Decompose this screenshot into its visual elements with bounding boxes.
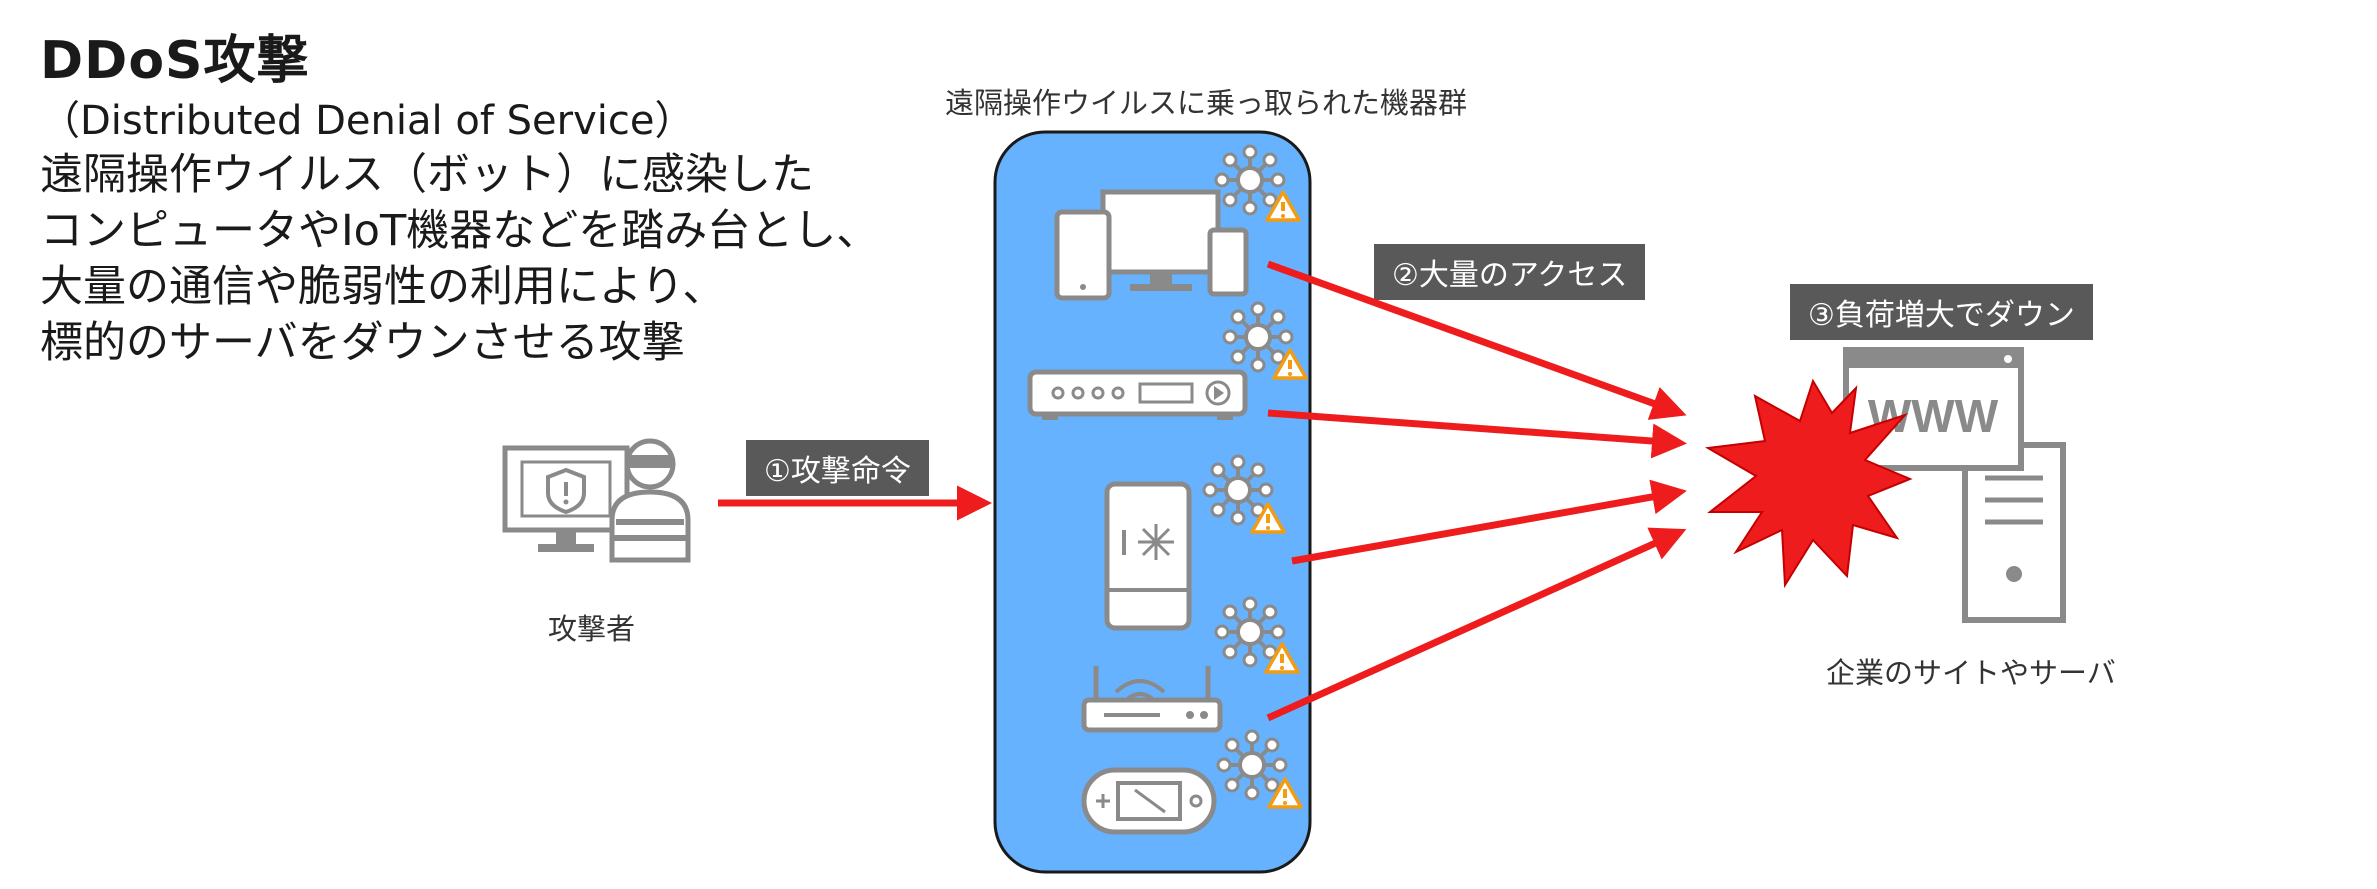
description-line: コンピュータやIoT機器などを踏み台とし、 xyxy=(40,206,880,256)
virus-icon xyxy=(1216,729,1288,801)
warning-icon xyxy=(1264,642,1300,674)
warning-icon xyxy=(1265,190,1301,222)
www-sign: WWW xyxy=(1868,390,1999,442)
step-mass-access: ②大量のアクセス xyxy=(1374,244,1646,300)
virus-icon xyxy=(1214,596,1286,668)
virus-icon xyxy=(1202,454,1274,526)
hacker-icon xyxy=(609,438,691,563)
refrigerator-icon xyxy=(1104,481,1192,631)
virus-icon xyxy=(1214,144,1286,216)
web-server-icon: WWW xyxy=(1843,347,2066,623)
attacker-label: 攻撃者 xyxy=(548,612,636,646)
infected-group-label: 遠隔操作ウイルスに乗っ取られた機器群 xyxy=(945,86,1468,120)
explosion-icon xyxy=(1704,378,1913,589)
media-player-icon xyxy=(1027,369,1248,420)
attacker-pc-icon xyxy=(502,445,630,552)
access-arrow xyxy=(1266,527,1687,722)
description-line: 遠隔操作ウイルス（ボット）に感染した xyxy=(40,150,814,200)
page-title: DDoS攻撃 xyxy=(40,31,310,91)
step-overload-down: ③負荷増大でダウン xyxy=(1790,284,2093,340)
description-line: 大量の通信や脆弱性の利用により、 xyxy=(40,262,726,312)
description-line: 標的のサーバをダウンさせる攻撃 xyxy=(40,318,685,368)
virus-icon xyxy=(1222,301,1294,373)
target-label: 企業のサイトやサーバ xyxy=(1826,656,2116,690)
warning-icon xyxy=(1267,777,1303,809)
wifi-router-icon xyxy=(1081,666,1223,733)
warning-icon xyxy=(1250,502,1286,534)
warning-icon xyxy=(1272,348,1308,380)
game-console-icon xyxy=(1081,767,1217,835)
step-attack-command: ①攻撃命令 xyxy=(746,440,929,496)
access-arrow xyxy=(1267,409,1687,459)
infected-devices-panel xyxy=(993,130,1312,874)
access-arrow xyxy=(1291,479,1687,565)
pc-devices-icon xyxy=(1054,189,1249,301)
page-subtitle: （Distributed Denial of Service） xyxy=(40,98,695,144)
